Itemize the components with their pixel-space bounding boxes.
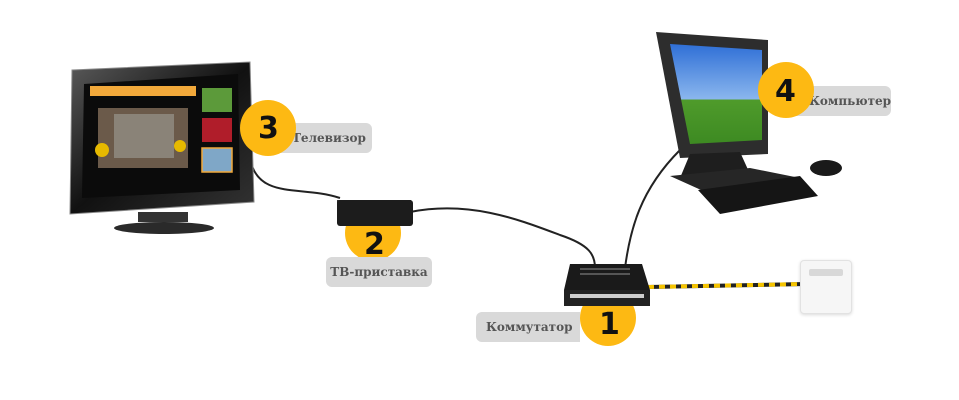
tv-device [68, 58, 258, 238]
wall-socket-slot [809, 269, 843, 276]
tv-illustration [69, 61, 255, 234]
cable-tv-to-tvbox [249, 159, 341, 199]
cable-wall-to-switch-stripes [647, 282, 807, 289]
badge-switch-number: 1 [599, 307, 620, 342]
badge-computer-number: 4 [775, 74, 796, 109]
switch-port-strip [570, 294, 644, 298]
badge-computer [758, 62, 814, 118]
badge-tv-box-number: 2 [364, 227, 385, 262]
switch-device-overlay [564, 290, 650, 306]
badge-tv [240, 100, 296, 156]
wall-socket [800, 260, 852, 314]
computer-illustration [656, 32, 842, 214]
label-switch: Коммутатор [486, 320, 573, 334]
badge-tv-number: 3 [258, 111, 279, 146]
label-tv-box: ТВ-приставка [330, 265, 428, 279]
label-computer: Компьютер [809, 94, 892, 108]
label-tv: Телевизор [292, 131, 366, 145]
computer-device [650, 28, 850, 233]
label-pill-switch: Коммутатор [476, 312, 580, 342]
label-pill-tv-box: ТВ-приставка [326, 257, 432, 287]
tv-box-device-overlay [337, 200, 413, 226]
cable-switch-to-computer [624, 149, 681, 269]
cable-tvbox-to-switch [409, 207, 596, 269]
